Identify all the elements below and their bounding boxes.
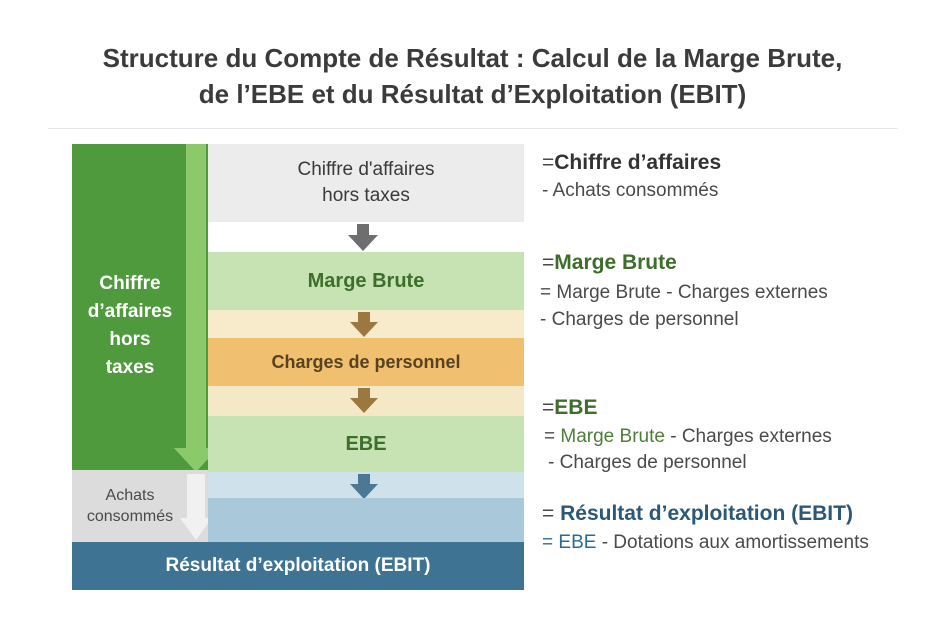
formula-ebe-title: =EBE [542, 396, 598, 419]
block-ca-line: hors taxes [322, 185, 410, 206]
formula-ebit-heading: Résultat d’exploitation (EBIT) [560, 502, 853, 525]
achats-consommes-box: Achats consommés [72, 470, 208, 542]
formula-marge-line-1: = Marge Brute - Charges externes [540, 282, 828, 303]
left-label-line: hors [109, 329, 151, 350]
block-charges-personnel: Charges de personnel [208, 338, 524, 386]
formula-marge-line-2: - Charges de personnel [540, 309, 739, 330]
formula-marge-title: =Marge Brute [542, 251, 677, 274]
achats-line: Achats [105, 487, 155, 504]
down-arrow-gray-icon [348, 224, 378, 251]
left-column-label: Chiffre d’affaires hors taxes [72, 270, 188, 382]
title-divider [48, 128, 898, 129]
title-line-1: Structure du Compte de Résultat : Calcul… [102, 43, 843, 73]
block-marge-brute: Marge Brute [208, 252, 524, 310]
left-label-line: d’affaires [87, 301, 173, 322]
block-ca-line: Chiffre d'affaires [297, 159, 435, 180]
block-ebe: EBE [208, 416, 524, 472]
title-line-2: de l’EBE et du Résultat d’Exploitation (… [198, 79, 747, 109]
page-title: Structure du Compte de Résultat : Calcul… [0, 40, 945, 112]
left-column-ca-ht [72, 144, 208, 470]
block-chiffre-affaires: Chiffre d'affaires hors taxes [208, 144, 524, 222]
down-arrow-gray-large-icon [180, 474, 212, 540]
left-label-line: Chiffre [99, 273, 161, 294]
formula-ebe-line-1: = Marge Brute - Charges externes [544, 426, 832, 447]
down-arrow-blue-icon [350, 474, 378, 499]
formula-ca-heading: Chiffre d’affaires [554, 151, 722, 174]
block-resultat-exploitation: Résultat d’exploitation (EBIT) [72, 542, 524, 590]
formula-ebit-line-1: = EBE - Dotations aux amortissements [542, 532, 869, 553]
achats-line: consommés [86, 508, 174, 525]
formula-ebe-heading: EBE [554, 396, 598, 419]
formula-ebe-line-2: - Charges de personnel [548, 452, 747, 473]
formula-ca-line: - Achats consommés [542, 180, 719, 201]
down-arrow-brown-icon [350, 388, 378, 413]
left-label-line: taxes [105, 357, 155, 378]
block-spacer-blue [208, 498, 524, 542]
formula-ebit-title: = Résultat d’exploitation (EBIT) [542, 502, 853, 525]
left-column-stripe [186, 144, 206, 454]
formula-marge-heading: Marge Brute [554, 251, 677, 274]
down-arrow-brown-icon [350, 312, 378, 337]
down-arrow-green-icon [174, 448, 218, 472]
formula-ca-title: =Chiffre d’affaires [542, 151, 722, 174]
